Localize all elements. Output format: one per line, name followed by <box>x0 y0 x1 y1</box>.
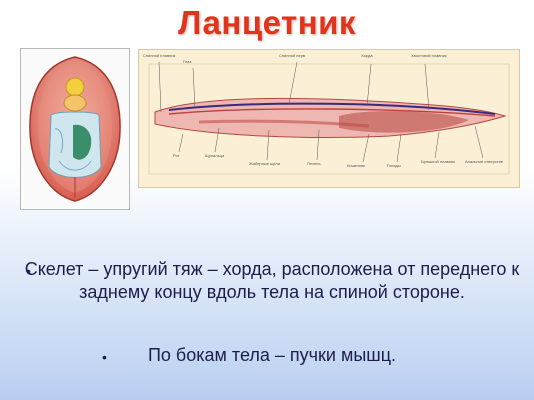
bullet-item: • Скелет – упругий тяж – хорда, располож… <box>22 258 522 304</box>
label-intestine: Кишечник <box>347 163 366 168</box>
label-dorsal-nerve: Спинной нерв <box>279 53 306 58</box>
label-anus: Анальное отверстие <box>465 159 504 164</box>
bullet-text: Скелет – упругий тяж – хорда, расположен… <box>24 259 520 302</box>
bullet-marker: • <box>26 263 31 279</box>
label-notochord: Хорда <box>361 53 373 58</box>
bullet-text: По бокам тела – пучки мышц. <box>147 345 397 365</box>
lancelet-diagram: Спинной плавник Глаз Спинной нерв Хорда … <box>138 49 520 188</box>
label-gonads: Гонады <box>387 163 401 168</box>
slide-title: Ланцетник <box>178 4 356 41</box>
lancelet-body-drawing <box>148 61 510 175</box>
label-tail-fin: Хвостовой плавник <box>411 53 447 58</box>
label-dorsal-fin: Спинной плавник <box>143 53 176 58</box>
label-liver: Печень <box>307 161 321 166</box>
label-mouth: Рот <box>173 153 180 158</box>
label-ventral-fin: Брюшной плавник <box>421 159 455 164</box>
label-gill-slits: Жаберные щели <box>249 161 280 166</box>
bullet-item: • По бокам тела – пучки мышц. <box>22 344 522 367</box>
label-tentacles: Щупальца <box>205 153 225 158</box>
cross-section-image <box>20 48 130 210</box>
bullet-marker: • <box>102 349 107 365</box>
cross-section-drawing <box>29 56 121 202</box>
label-eye: Глаз <box>183 59 192 64</box>
